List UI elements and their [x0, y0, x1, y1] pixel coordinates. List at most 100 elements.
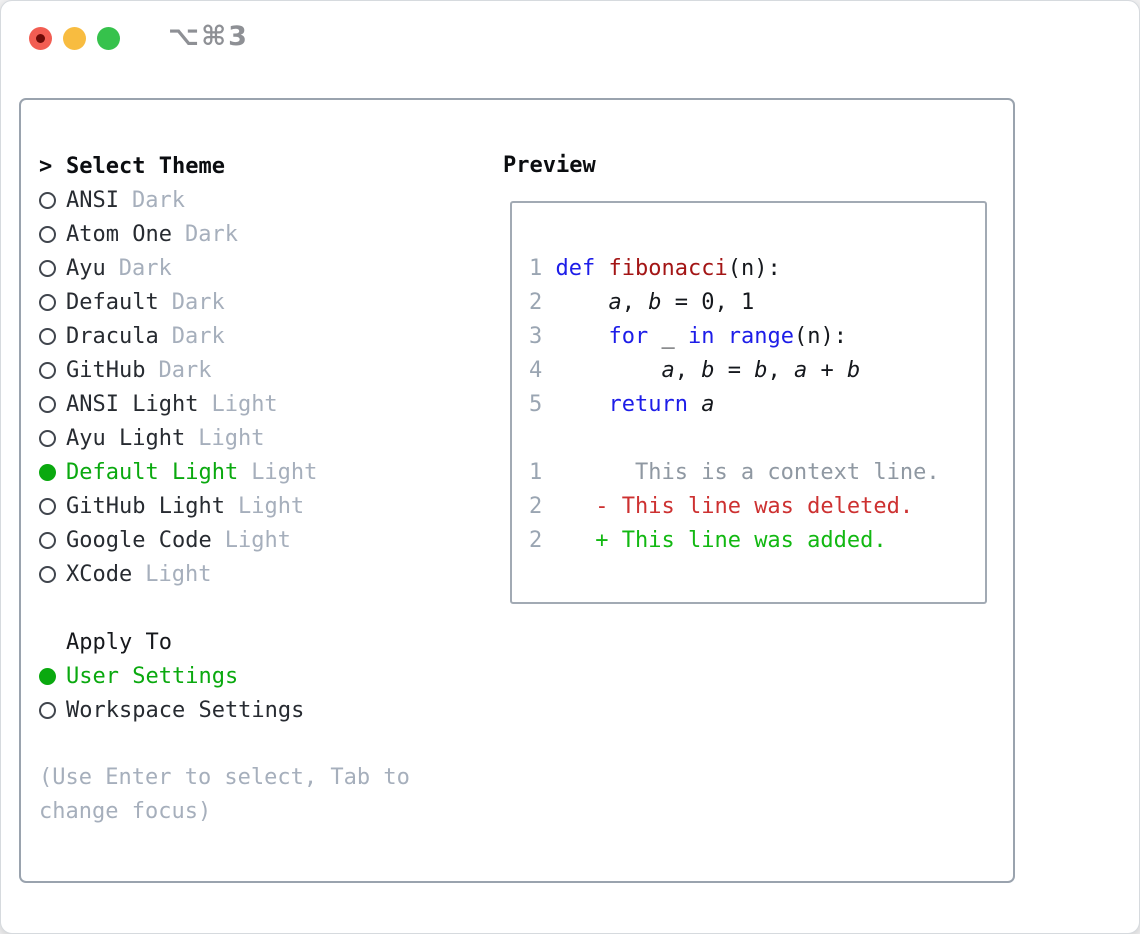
code-token: in — [687, 324, 715, 349]
line-number — [529, 426, 542, 451]
code-token: fibonacci — [608, 256, 728, 281]
line-number: 5 — [529, 392, 556, 417]
theme-option-atom-one[interactable]: Atom One Dark — [39, 217, 489, 251]
theme-option-label: Default — [66, 289, 159, 315]
theme-variant-tag: Light — [145, 561, 212, 587]
theme-variant-tag: Dark — [118, 255, 172, 281]
theme-option-ayu-light[interactable]: Ayu Light Light — [39, 421, 489, 455]
apply-to-header: Apply To — [39, 625, 489, 659]
apply-to-title: Apply To — [66, 629, 172, 655]
radio-icon — [39, 259, 56, 277]
radio-icon — [39, 395, 56, 413]
radio-icon — [39, 327, 56, 345]
spacer — [39, 727, 489, 761]
spacer — [39, 591, 489, 625]
code-token: + — [807, 358, 847, 383]
hint-text: (Use Enter to select, Tab to change focu… — [39, 765, 410, 824]
modified-dot-icon — [36, 34, 45, 43]
radio-icon — [39, 225, 56, 243]
code-preview: 1 def fibonacci (n): 2 a, b = 0, 1 3 for _ … — [529, 252, 985, 558]
code-token — [556, 494, 596, 519]
theme-option-label: ANSI — [66, 187, 119, 213]
theme-option-ansi[interactable]: ANSI Dark — [39, 183, 489, 217]
radio-selected-icon — [39, 463, 56, 481]
code-token: a — [608, 290, 622, 315]
code-token: for — [608, 324, 649, 349]
apply-option-label: User Settings — [66, 663, 239, 689]
code-line: 2 + This line was added. — [529, 524, 985, 558]
radio-icon — [39, 361, 56, 379]
code-token: + This line was added. — [595, 528, 887, 553]
line-number: 1 — [529, 256, 556, 281]
code-line: 1 This is a context line. — [529, 456, 985, 490]
code-token — [556, 290, 609, 315]
theme-option-label: Default Light — [66, 459, 239, 485]
maximize-button[interactable] — [97, 27, 120, 50]
code-line: 3 for _ in range(n): — [529, 320, 985, 354]
theme-option-label: Ayu — [66, 255, 106, 281]
window-shortcut-label: ⌥⌘3 — [168, 21, 249, 52]
minimize-button[interactable] — [63, 27, 86, 50]
preview-title: Preview — [503, 153, 596, 178]
line-number: 2 — [529, 528, 556, 553]
radio-icon — [39, 191, 56, 209]
theme-option-label: Atom One — [66, 221, 172, 247]
radio-icon — [39, 701, 56, 719]
line-number: 2 — [529, 290, 556, 315]
radio-selected-icon — [39, 667, 56, 685]
radio-icon — [39, 429, 56, 447]
code-token: a — [701, 392, 715, 417]
code-token: This is a context line. — [555, 460, 940, 485]
radio-icon — [39, 497, 56, 515]
theme-variant-tag: Dark — [131, 187, 185, 213]
code-token — [556, 358, 662, 383]
theme-option-label: GitHub — [66, 357, 146, 383]
theme-option-ayu[interactable]: Ayu Dark — [39, 251, 489, 285]
theme-option-label: GitHub Light — [66, 493, 225, 519]
code-token: = — [714, 358, 755, 383]
code-token: = 0, 1 — [661, 290, 755, 315]
code-token: - This line was deleted. — [595, 494, 914, 519]
code-token: , — [767, 358, 794, 383]
code-token: range — [727, 324, 794, 349]
theme-option-github-light[interactable]: GitHub Light Light — [39, 489, 489, 523]
code-token — [556, 392, 609, 417]
apply-option-label: Workspace Settings — [66, 697, 305, 723]
code-token — [595, 256, 608, 281]
line-number: 4 — [529, 358, 556, 383]
preview-box: 1 def fibonacci (n): 2 a, b = 0, 1 3 for _ … — [510, 201, 987, 604]
code-token: a — [661, 358, 675, 383]
code-line: 5 return a — [529, 388, 985, 422]
code-token: (n): — [793, 324, 847, 349]
theme-option-label: ANSI Light — [66, 391, 199, 417]
code-token: b — [701, 358, 715, 383]
code-token: def — [555, 256, 596, 281]
apply-option-user-settings[interactable]: User Settings — [39, 659, 489, 693]
radio-icon — [39, 293, 56, 311]
select-theme-header: > Select Theme — [39, 149, 489, 183]
code-token: , — [674, 358, 702, 383]
code-token: b — [846, 358, 861, 383]
code-line: 4 a, b = b, a + b — [529, 354, 985, 388]
code-token: b — [754, 358, 768, 383]
code-token — [556, 324, 609, 349]
theme-variant-tag: Light — [198, 425, 265, 451]
close-button[interactable] — [29, 27, 52, 50]
code-token — [714, 324, 727, 349]
code-token: return — [608, 392, 688, 417]
theme-option-label: Ayu Light — [66, 425, 186, 451]
theme-variant-tag: Dark — [184, 221, 238, 247]
radio-icon — [39, 565, 56, 583]
apply-option-workspace-settings[interactable]: Workspace Settings — [39, 693, 489, 727]
theme-variant-tag: Light — [237, 493, 305, 519]
